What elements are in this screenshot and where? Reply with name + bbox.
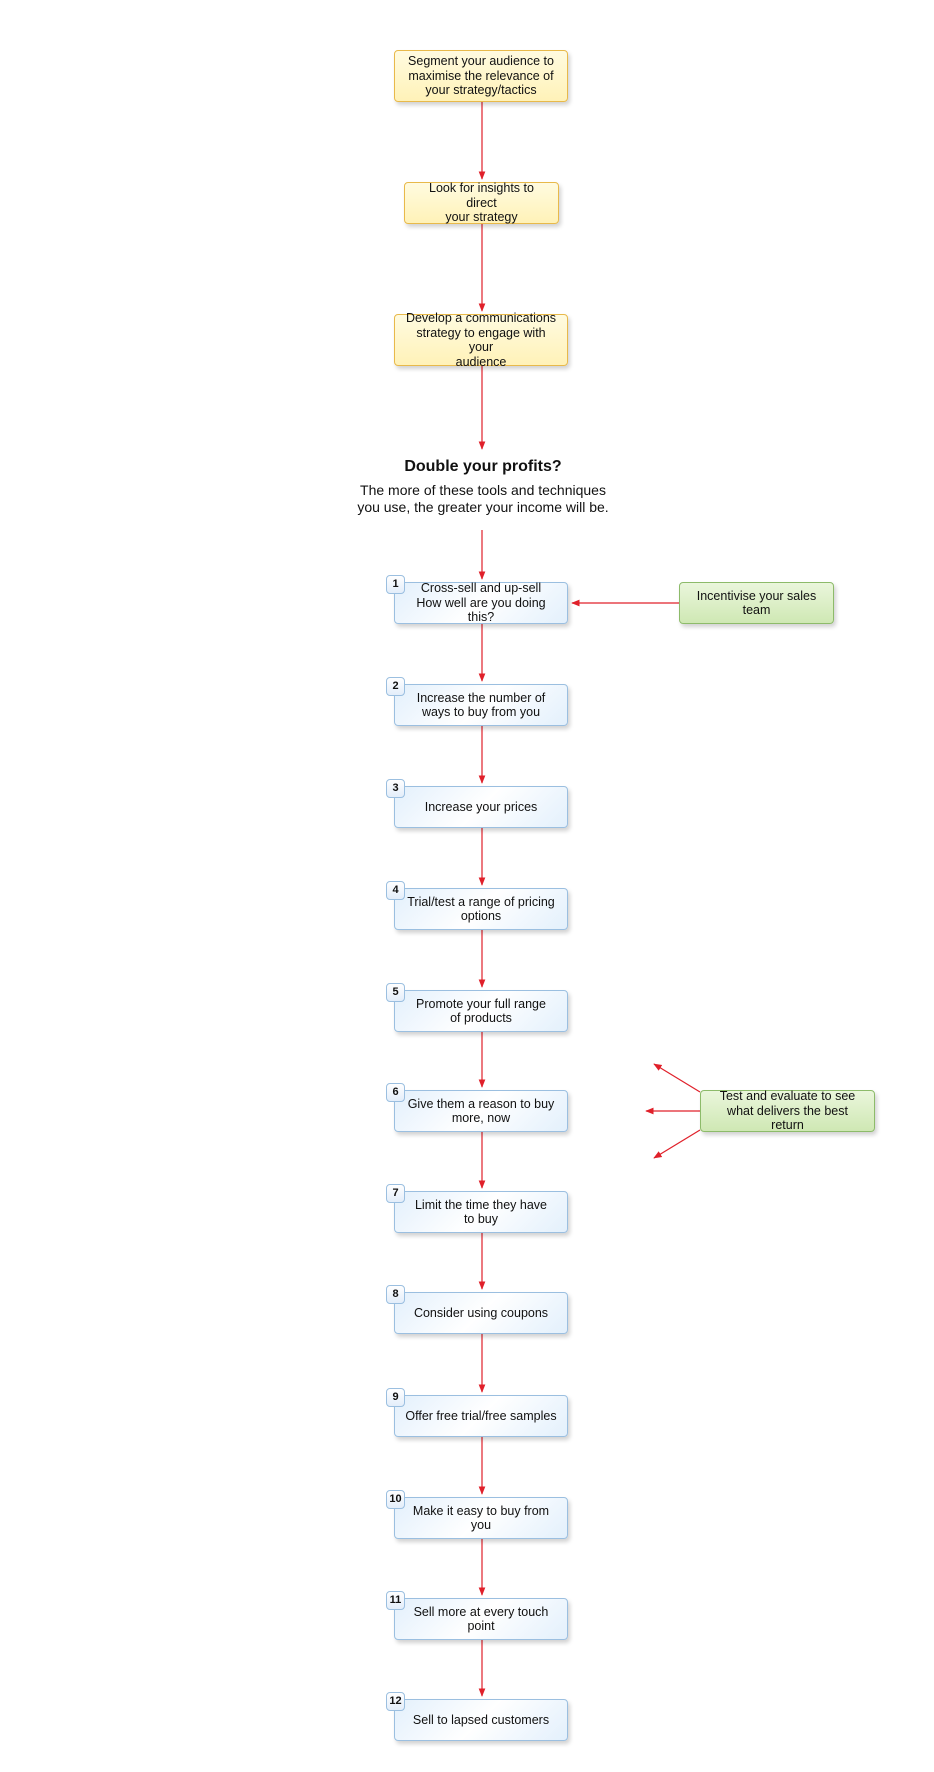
step-4-number-badge: 4	[386, 881, 405, 900]
step-11-box: Sell more at every touch point	[394, 1598, 568, 1640]
note-incentivise-sales-team: Incentivise your sales team	[679, 582, 834, 624]
step-communications-strategy: Develop a communications strategy to eng…	[394, 311, 568, 369]
step-11-number-badge: 11	[386, 1591, 405, 1610]
step-5-box: Promote your full range of products	[394, 990, 568, 1032]
step-1-box: Cross-sell and up-sell How well are you …	[394, 581, 568, 624]
step-10-box: Make it easy to buy from you	[394, 1497, 568, 1539]
step-8-number-badge: 8	[386, 1285, 405, 1304]
step-6-box: Give them a reason to buy more, now	[394, 1090, 568, 1132]
step-4-box: Trial/test a range of pricing options	[394, 888, 568, 930]
step-12-number-badge: 12	[386, 1692, 405, 1711]
step-10-number-badge: 10	[386, 1490, 405, 1509]
step-3-box: Increase your prices	[394, 786, 568, 828]
step-8-box: Consider using coupons	[394, 1292, 568, 1334]
step-look-for-insights: Look for insights to direct your strateg…	[404, 181, 559, 224]
arrow-test-evaluate-lower	[653, 1129, 701, 1159]
step-6-number-badge: 6	[386, 1083, 405, 1102]
step-segment-audience: Segment your audience to maximise the re…	[394, 50, 568, 102]
arrow-test-evaluate-upper	[653, 1063, 701, 1093]
step-7-box: Limit the time they have to buy	[394, 1191, 568, 1233]
step-7-number-badge: 7	[386, 1184, 405, 1203]
note-test-and-evaluate: Test and evaluate to see what delivers t…	[700, 1089, 875, 1132]
step-2-box: Increase the number of ways to buy from …	[394, 684, 568, 726]
step-1-number-badge: 1	[386, 575, 405, 594]
step-2-number-badge: 2	[386, 677, 405, 696]
step-12-box: Sell to lapsed customers	[394, 1699, 568, 1741]
heading-title: Double your profits?	[404, 458, 562, 475]
heading-subtitle: The more of these tools and techniques y…	[357, 482, 609, 515]
step-9-number-badge: 9	[386, 1388, 405, 1407]
step-5-number-badge: 5	[386, 983, 405, 1002]
step-9-box: Offer free trial/free samples	[394, 1395, 568, 1437]
step-3-number-badge: 3	[386, 779, 405, 798]
